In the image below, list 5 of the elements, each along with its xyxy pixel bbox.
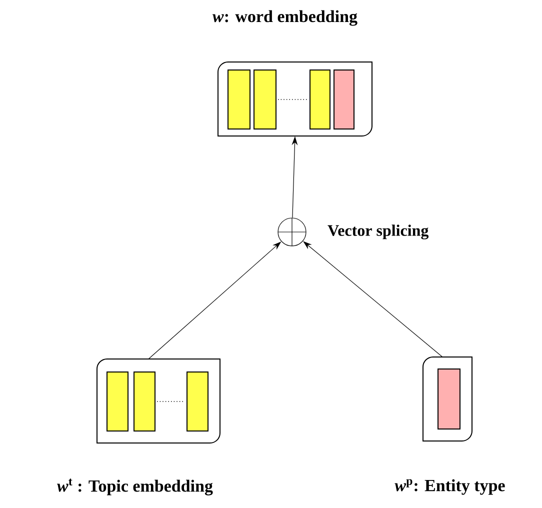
node-label: Vector splicing [328,224,429,240]
node-label: w$^{t}$ : Topic embedding [57,478,213,496]
node-label: w$^{p}$: Entity type [394,479,505,495]
node-label: w: word embedding [212,10,358,26]
arrow [303,241,443,358]
